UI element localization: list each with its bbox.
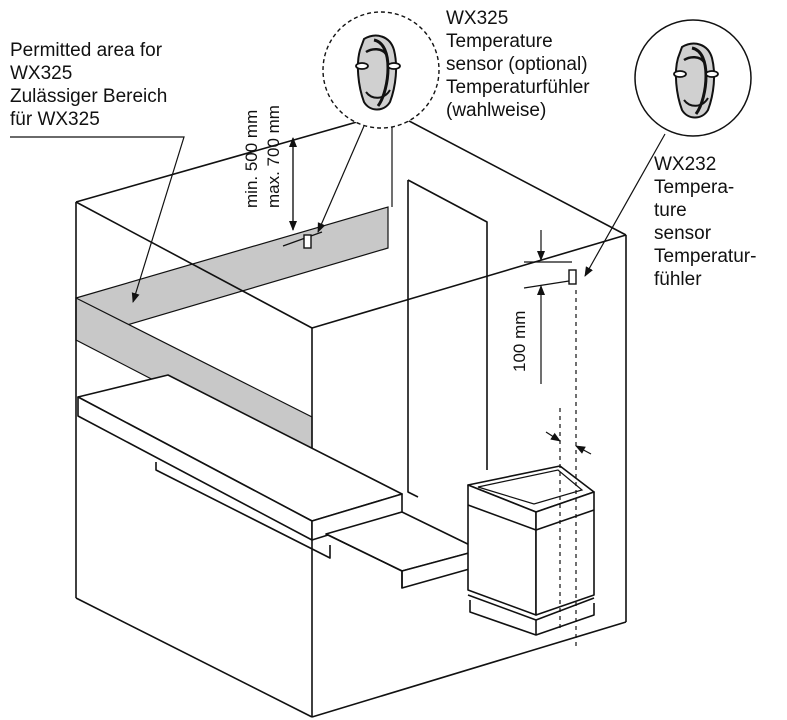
wx325-magnifier: [322, 11, 440, 129]
sensor-drop-label: 100 mm: [510, 311, 529, 372]
wx232-sensor-label: WX232 Tempera- ture sensor Temperatur- f…: [654, 154, 756, 290]
max-height-label: max. 700 mm: [264, 105, 283, 208]
label-line: WX325: [10, 63, 72, 84]
wx232-sensor-icon: [673, 42, 719, 119]
label-line: ture: [654, 200, 687, 221]
label-line: für WX325: [10, 109, 100, 130]
sauna-heater: [467, 465, 595, 636]
label-line: Tempera-: [654, 177, 734, 198]
heater-clearance-guides: [545, 290, 592, 648]
permitted-area-label: Permitted area for WX325 Zulässiger Bere…: [10, 40, 167, 130]
label-line: Temperatur-: [654, 246, 756, 267]
label-line: (wahlweise): [446, 100, 546, 121]
wx325-sensor-icon: [355, 34, 401, 111]
wx325-wall-sensor: [282, 231, 323, 249]
label-line: WX232: [654, 154, 716, 175]
sauna-benches: [77, 374, 481, 589]
ceiling-distance-dimension: min. 500 mm max. 700 mm: [242, 105, 297, 231]
label-line: Temperature: [446, 31, 553, 52]
label-line: sensor: [654, 223, 712, 244]
label-line: Permitted area for: [10, 40, 163, 61]
wx325-sensor-label: WX325 Temperature sensor (optional) Temp…: [446, 8, 590, 121]
sensor-drop-dimension: 100 mm: [510, 230, 572, 384]
min-height-label: min. 500 mm: [242, 110, 261, 208]
label-line: sensor (optional): [446, 54, 588, 75]
label-line: Zulässiger Bereich: [10, 86, 167, 107]
wx232-magnifier: [634, 19, 752, 137]
leader-arrows: [10, 125, 666, 303]
label-line: fühler: [654, 269, 702, 290]
wx232-wall-sensor: [523, 269, 577, 289]
label-line: WX325: [446, 8, 508, 29]
label-line: Temperaturfühler: [446, 77, 590, 98]
